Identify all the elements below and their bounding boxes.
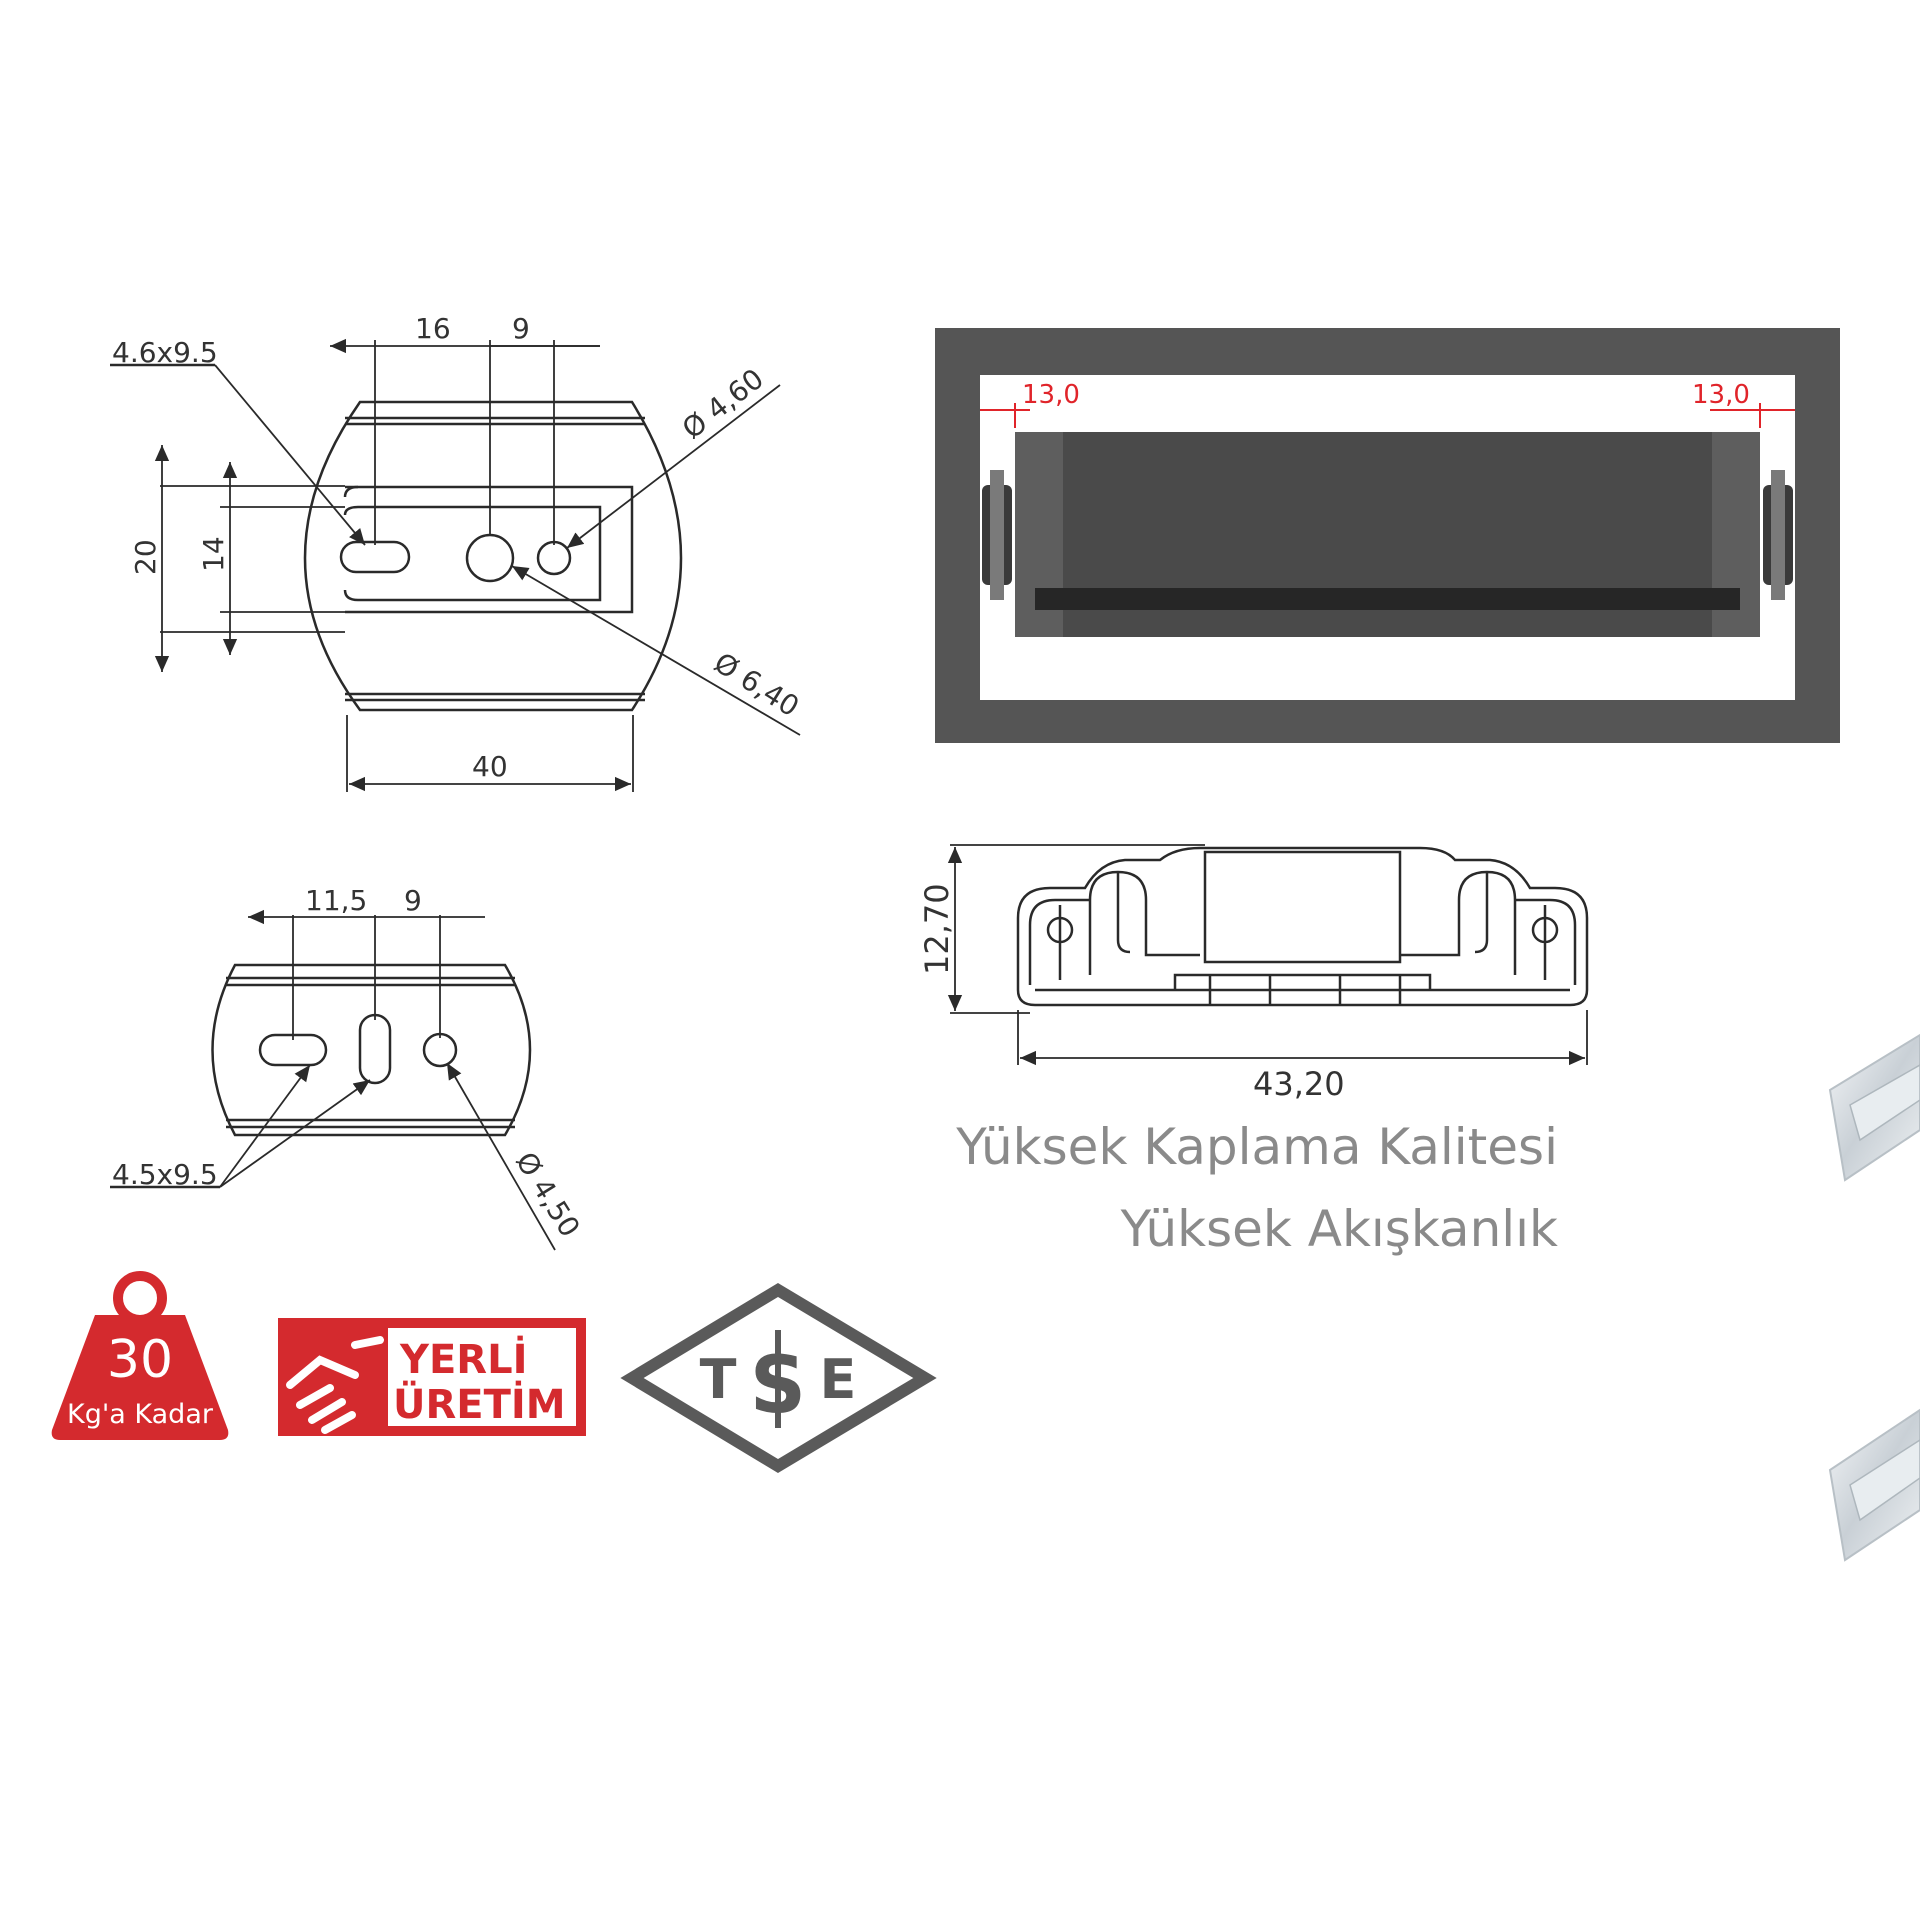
rail-height-dim: 12,70 (918, 883, 956, 975)
weight-unit: Kg'a Kadar (67, 1399, 214, 1430)
tse-t: T (700, 1348, 737, 1411)
local-production-badge (278, 1318, 586, 1436)
top-bracket-outline (303, 400, 683, 712)
local-line-1: YERLİ (399, 1335, 527, 1383)
caption-smoothness: Yüksek Akışkanlık (1120, 1200, 1558, 1258)
bottom-slot-vertical (358, 1013, 392, 1085)
bottom-slots-callout: 4.5x9.5 (112, 1158, 218, 1191)
clearance-right-label: 13,0 (1692, 380, 1750, 410)
rail-width-dim: 43,20 (1253, 1065, 1345, 1103)
rail-profile-drawing (947, 844, 1589, 1066)
caption-coating-quality: Yüksek Kaplama Kalitesi (956, 1118, 1558, 1176)
top-slot-hole (339, 540, 411, 574)
bottom-dim-11-5: 11,5 (305, 884, 367, 917)
weight-value: 30 (107, 1330, 173, 1390)
local-line-2: ÜRETİM (393, 1380, 566, 1428)
top-slot-callout: 4.6x9.5 (112, 336, 218, 369)
handshake-icon (286, 1336, 384, 1434)
tse-e: E (820, 1348, 857, 1411)
top-dim-20: 20 (129, 539, 162, 575)
top-small-hole (536, 540, 572, 576)
clearance-left-label: 13,0 (1022, 380, 1080, 410)
weight-badge (51, 1271, 229, 1440)
top-dim-9: 9 (512, 312, 530, 345)
top-large-hole (465, 533, 515, 583)
rail-product-photo (1828, 1033, 1920, 1562)
top-dim-40: 40 (472, 750, 508, 783)
tse-s: S (750, 1341, 806, 1431)
drawer-clearance-dims (980, 403, 1795, 428)
top-dim-14: 14 (197, 536, 230, 572)
drawer-front-view (935, 328, 1840, 743)
tse-logo (620, 1283, 937, 1473)
bottom-hole (422, 1032, 458, 1068)
bottom-dim-9: 9 (404, 884, 422, 917)
bottom-bracket-drawing (110, 909, 556, 1251)
bottom-bracket-outline (211, 963, 532, 1137)
top-dim-16: 16 (415, 312, 451, 345)
top-hole-large-callout: Ø 6,40 (708, 646, 805, 723)
bottom-hole-callout: Ø 4,50 (509, 1146, 586, 1243)
top-bracket-drawing (110, 338, 801, 792)
rail-outer-profile (1016, 846, 1589, 1007)
